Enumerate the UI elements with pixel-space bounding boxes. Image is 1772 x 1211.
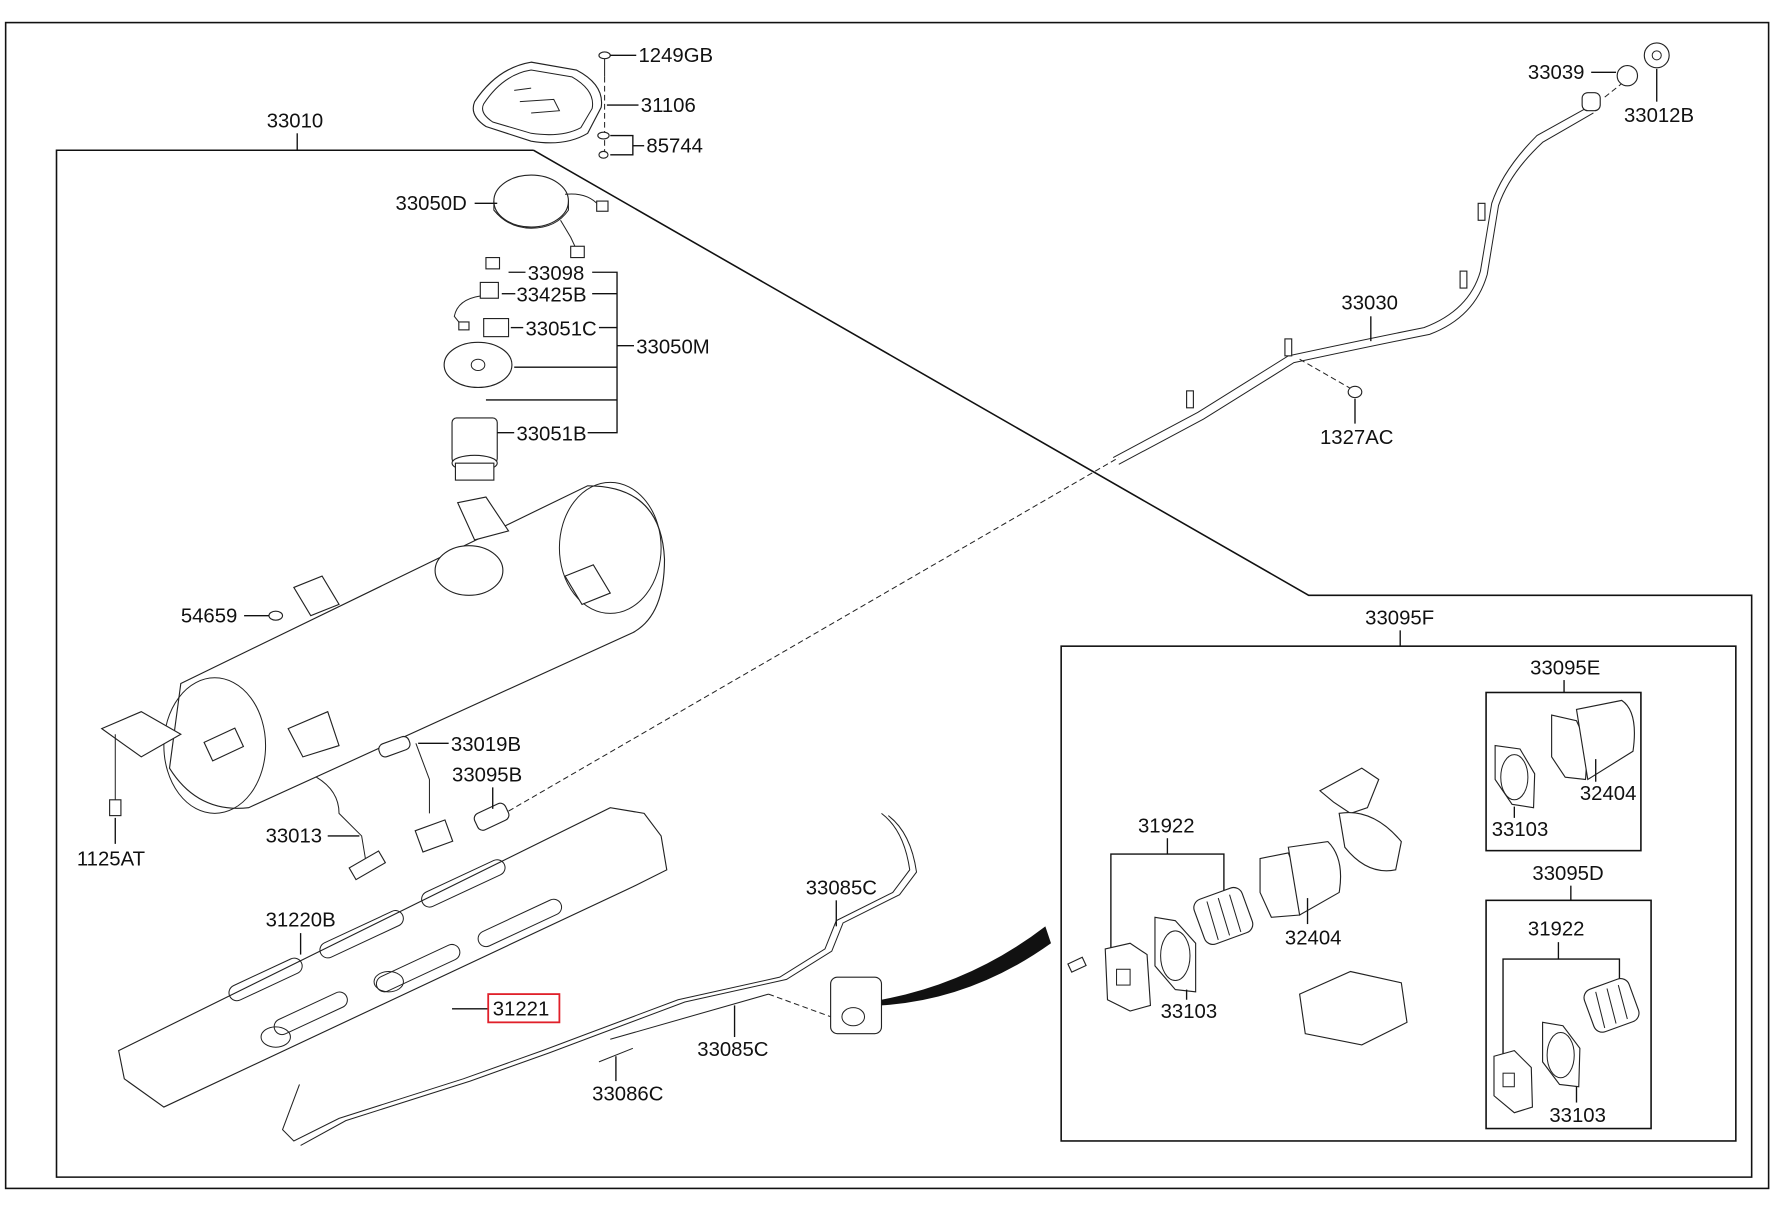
- bolt-small[interactable]: [1067, 956, 1087, 973]
- assembly-frame-33010: [55, 149, 1753, 1178]
- label-33051C[interactable]: 33051C: [525, 319, 596, 341]
- label-31221[interactable]: 31221: [493, 999, 550, 1021]
- label-31922-d[interactable]: 31922: [1528, 918, 1585, 940]
- connector-33098[interactable]: [485, 256, 501, 270]
- label-33050M[interactable]: 33050M: [636, 337, 709, 359]
- pump-33051B[interactable]: [451, 417, 498, 481]
- label-31220B[interactable]: 31220B: [266, 909, 336, 931]
- nut-1327AC[interactable]: [1347, 385, 1363, 399]
- filter-cover-d[interactable]: [1493, 1049, 1533, 1114]
- sensor-33019B[interactable]: [377, 735, 430, 814]
- filter-cover[interactable]: [1104, 942, 1152, 1012]
- label-33103-d[interactable]: 33103: [1549, 1105, 1606, 1127]
- filler-hose-33030[interactable]: [1112, 92, 1601, 465]
- label-1327AC[interactable]: 1327AC: [1320, 427, 1393, 449]
- label-33010[interactable]: 33010: [267, 111, 324, 133]
- filter-bracket-base[interactable]: [1298, 970, 1408, 1046]
- kit-frame-33095D: [1485, 899, 1652, 1130]
- nut-85744[interactable]: [597, 131, 610, 159]
- bolt-1125AT[interactable]: [109, 734, 122, 817]
- label-32404-e[interactable]: 32404: [1580, 783, 1637, 805]
- bracket-clamp[interactable]: [1318, 767, 1402, 872]
- gasket-33103-main[interactable]: [1154, 916, 1197, 993]
- gasket-33039[interactable]: [1616, 64, 1639, 87]
- label-33425B[interactable]: 33425B: [516, 285, 586, 307]
- kit-frame-33095F: [1060, 645, 1737, 1142]
- label-33098[interactable]: 33098: [528, 263, 585, 285]
- label-33095F[interactable]: 33095F: [1365, 608, 1434, 630]
- label-31922-main[interactable]: 31922: [1138, 816, 1195, 838]
- callout-arrow: [881, 926, 1051, 1006]
- label-32404-main[interactable]: 32404: [1285, 927, 1342, 949]
- bracket-33050M: [587, 271, 618, 434]
- outer-frame: [4, 21, 1770, 1190]
- grommet-54659[interactable]: [268, 610, 284, 621]
- label-1125AT[interactable]: 1125AT: [77, 848, 145, 870]
- label-33039[interactable]: 33039: [1528, 62, 1585, 84]
- label-31106[interactable]: 31106: [641, 95, 696, 117]
- flange-plate[interactable]: [443, 341, 513, 389]
- label-33095E[interactable]: 33095E: [1530, 657, 1600, 679]
- bolt-1249GB[interactable]: [598, 51, 611, 77]
- label-33103-e[interactable]: 33103: [1492, 819, 1549, 841]
- label-33019B[interactable]: 33019B: [451, 734, 521, 756]
- fuel-lines[interactable]: [281, 812, 918, 1146]
- label-54659[interactable]: 54659: [181, 605, 238, 627]
- label-85744[interactable]: 85744: [646, 136, 703, 158]
- skid-plate-31220B[interactable]: [118, 807, 668, 1108]
- gasket-33103-e[interactable]: [1494, 744, 1536, 809]
- label-33095D[interactable]: 33095D: [1532, 863, 1603, 885]
- label-33103-main[interactable]: 33103: [1161, 1001, 1218, 1023]
- filter-element-d[interactable]: [1581, 976, 1641, 1035]
- sensor-33425B[interactable]: [453, 281, 499, 331]
- label-33030[interactable]: 33030: [1341, 293, 1398, 315]
- label-33085C-bottom[interactable]: 33085C: [697, 1039, 768, 1061]
- valve-33051C[interactable]: [483, 318, 510, 338]
- dash-routing: [508, 457, 1120, 812]
- label-33085C-top[interactable]: 33085C: [806, 878, 877, 900]
- filter-33095B[interactable]: [472, 801, 510, 832]
- label-33086C[interactable]: 33086C: [592, 1083, 663, 1105]
- cap-33012B[interactable]: [1643, 42, 1670, 69]
- label-33051B[interactable]: 33051B: [516, 424, 586, 446]
- fuel-tank[interactable]: [100, 481, 666, 814]
- filter-element-main[interactable]: [1191, 885, 1255, 947]
- label-33013[interactable]: 33013: [266, 826, 323, 848]
- kit-frame-33095E: [1485, 691, 1642, 852]
- label-33095B[interactable]: 33095B: [452, 765, 522, 787]
- label-33012B[interactable]: 33012B: [1624, 105, 1694, 127]
- highlight-box-31221: [487, 993, 561, 1024]
- leader-85744: [610, 134, 634, 156]
- gasket-33103-d[interactable]: [1542, 1021, 1581, 1088]
- fuel-sender-33050D[interactable]: [493, 174, 609, 259]
- label-33050D[interactable]: 33050D: [396, 193, 467, 215]
- filter-housing-32404-main[interactable]: [1259, 841, 1342, 918]
- harness-33013[interactable]: [316, 776, 454, 881]
- filter-housing[interactable]: [830, 976, 883, 1035]
- label-1249GB[interactable]: 1249GB: [639, 45, 714, 67]
- cover-plate-31106[interactable]: [472, 61, 603, 144]
- filter-housing-32404-e[interactable]: [1551, 699, 1635, 781]
